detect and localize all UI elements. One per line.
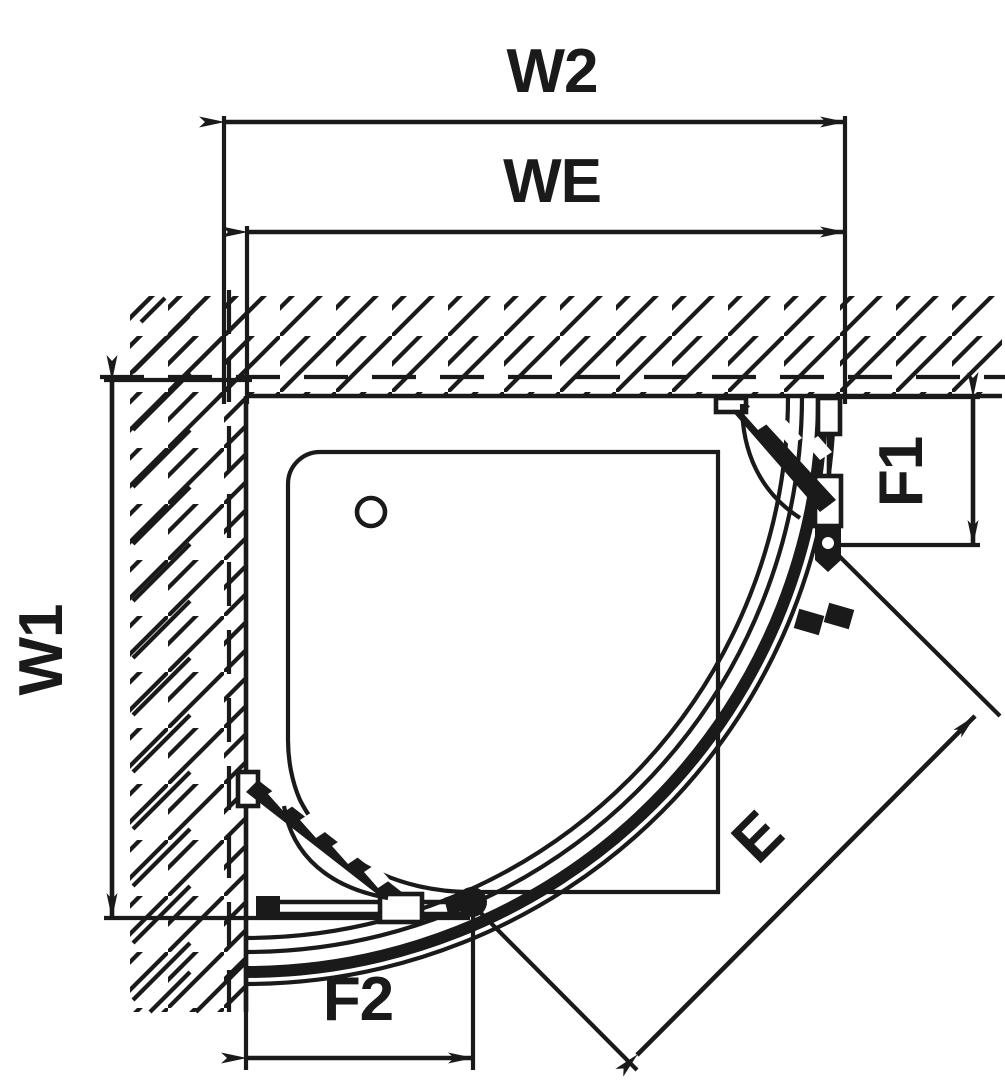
rail-endcap-left xyxy=(256,896,280,920)
wall-hatching-group xyxy=(130,296,1002,1014)
seal-arm-top xyxy=(726,398,836,512)
seal-arm-endcap-top xyxy=(713,395,749,415)
label-we: WE xyxy=(503,147,601,216)
label-f2: F2 xyxy=(323,965,393,1034)
dimension-lines xyxy=(106,116,979,1077)
rail-bracket xyxy=(444,892,466,914)
magnet-strip-top xyxy=(793,602,855,636)
ext-e-upper xyxy=(826,543,1002,718)
hinge-assembly-top-right xyxy=(713,395,855,636)
wall-profile-cap-top xyxy=(815,395,843,437)
seal-arm-top-highlights xyxy=(742,404,832,460)
shower-tray-group xyxy=(285,449,721,895)
glass-arc-door-leaf xyxy=(245,395,791,941)
ext-e-lower xyxy=(471,903,639,1072)
wall-centerlines xyxy=(100,290,1005,1012)
bottom-rail-group xyxy=(256,887,487,925)
drain-circle-icon xyxy=(354,495,388,529)
label-e: E xyxy=(719,799,796,876)
label-f1: F1 xyxy=(867,437,936,507)
hinge-knuckle-top xyxy=(815,528,841,572)
dimension-labels: W2 WE W1 F1 F2 E xyxy=(7,37,936,1034)
label-w2: W2 xyxy=(507,37,598,106)
glass-arc-inner xyxy=(245,395,805,955)
curved-glass-panel-group xyxy=(245,395,837,987)
seal-sweep-arc-top xyxy=(739,403,802,520)
seal-sweep-arc-bottom xyxy=(281,805,389,901)
wall-top-hatch xyxy=(130,296,1002,396)
wall-hatch-strays xyxy=(131,296,248,1014)
seal-arm-bottom-highlights xyxy=(268,786,390,888)
label-w1: W1 xyxy=(7,605,76,696)
shower-tray-outline xyxy=(285,449,721,895)
hinge-assembly-bottom-left xyxy=(235,769,487,925)
dimension-line-e xyxy=(615,714,977,1077)
glass-arc-band xyxy=(245,395,828,978)
